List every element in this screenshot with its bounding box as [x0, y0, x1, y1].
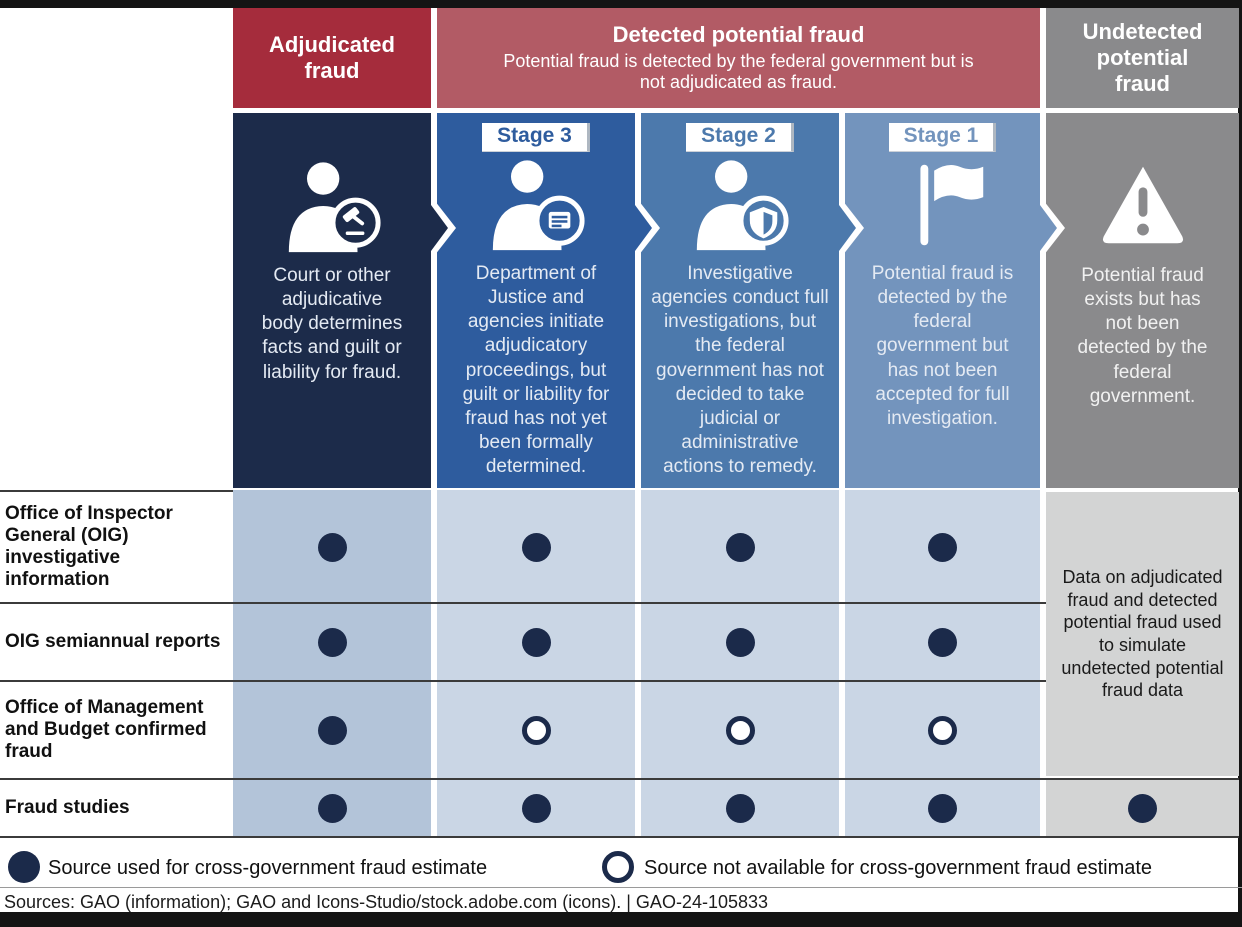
source-dot [928, 793, 957, 823]
row-label-oig-investigative: Office of Inspector General (OIG) invest… [5, 502, 173, 591]
matrix-cell [233, 682, 431, 778]
stage-description: Investigative agencies conduct full inve… [651, 263, 829, 477]
warning-triangle-icon [1091, 160, 1195, 254]
header-undetected-potential-fraud: Undetected potential fraud [1046, 8, 1239, 108]
person-shield-icon [688, 158, 792, 252]
matrix-cell [641, 492, 839, 602]
chevron-right-icon [635, 196, 660, 260]
stage-label: Stage 1 [888, 123, 997, 152]
column-stage-1: Stage 1 Potential fraud is detected by t… [845, 113, 1040, 488]
source-dot [725, 627, 755, 657]
legend-open-label: Source not available for cross-governmen… [644, 857, 1153, 879]
source-dot [1128, 793, 1157, 823]
matrix-cell [437, 492, 635, 602]
column-stage-3: Stage 3 Department of Justice and agenci… [437, 113, 635, 488]
stage-label: Stage 3 [482, 123, 590, 152]
source-dot [725, 532, 755, 562]
row-divider [0, 602, 1046, 604]
stage-description: Potential fraud exists but has not been … [1077, 265, 1208, 407]
row-divider [0, 778, 1239, 780]
header-title: Undetected potential fraud [1082, 19, 1203, 96]
source-dot [928, 532, 957, 562]
sources-note: Sources: GAO (information); GAO and Icon… [4, 892, 769, 912]
legend-filled-label: Source used for cross-government fraud e… [48, 857, 488, 879]
matrix-cell [437, 682, 635, 778]
bottom-border-bar [0, 912, 1242, 927]
matrix-cell [233, 604, 431, 680]
header-title: Detected potential fraud [612, 21, 865, 47]
matrix-cell [641, 604, 839, 680]
row-label-fraud-studies: Fraud studies [5, 796, 130, 818]
matrix-cell [845, 604, 1040, 680]
source-dot [928, 715, 957, 745]
source-dot [521, 532, 551, 562]
source-dot [521, 793, 551, 823]
stage-description: Potential fraud is detected by the feder… [871, 263, 1014, 429]
chevron-right-icon [839, 196, 864, 260]
matrix-cell [845, 492, 1040, 602]
matrix-cell [641, 682, 839, 778]
row-divider [0, 836, 1239, 838]
header-subtitle: Potential fraud is detected by the feder… [503, 50, 974, 93]
stage-description: Department of Justice and agencies initi… [462, 263, 610, 477]
right-border-bar [1238, 0, 1242, 927]
header-detected-potential-fraud: Detected potential fraud Potential fraud… [437, 8, 1040, 108]
undetected-data-note: Data on adjudicated fraud and detected p… [1046, 492, 1239, 776]
matrix-cell [437, 780, 635, 836]
stage-description: Court or other adjudicative body determi… [261, 265, 403, 383]
source-dot [521, 627, 551, 657]
column-undetected: Potential fraud exists but has not been … [1046, 113, 1239, 488]
person-card-icon [484, 158, 588, 252]
source-dot [317, 627, 347, 657]
matrix-cell [1046, 780, 1239, 836]
chevron-right-icon [431, 196, 456, 260]
header-title: Adjudicated fraud [269, 32, 395, 83]
row-label-omb-confirmed: Office of Management and Budget confirme… [5, 696, 207, 763]
stage-label: Stage 2 [686, 123, 794, 152]
open-dot-icon [602, 851, 634, 883]
row-divider [0, 490, 233, 492]
header-adjudicated-fraud: Adjudicated fraud [233, 8, 431, 108]
matrix-cell [845, 682, 1040, 778]
matrix-cell [233, 780, 431, 836]
person-gavel-icon [280, 160, 384, 254]
source-dot [725, 715, 755, 745]
source-dot [928, 627, 957, 657]
matrix-cell [233, 492, 431, 602]
column-adjudicated-fraud: Court or other adjudicative body determi… [233, 113, 431, 488]
source-dot [725, 793, 755, 823]
source-dot [317, 715, 347, 745]
matrix-cell [641, 780, 839, 836]
source-dot [317, 793, 347, 823]
matrix-cell [845, 780, 1040, 836]
sources-divider [0, 887, 1242, 888]
chevron-right-icon [1040, 196, 1065, 260]
flag-icon [891, 158, 995, 252]
matrix-cell [437, 604, 635, 680]
source-dot [317, 532, 347, 562]
row-label-oig-semiannual: OIG semiannual reports [5, 630, 221, 652]
source-dot [521, 715, 551, 745]
top-border-bar [0, 0, 1242, 8]
row-divider [0, 680, 1046, 682]
filled-dot-icon [8, 851, 40, 883]
column-stage-2: Stage 2 Investigative agencies conduct f… [641, 113, 839, 488]
